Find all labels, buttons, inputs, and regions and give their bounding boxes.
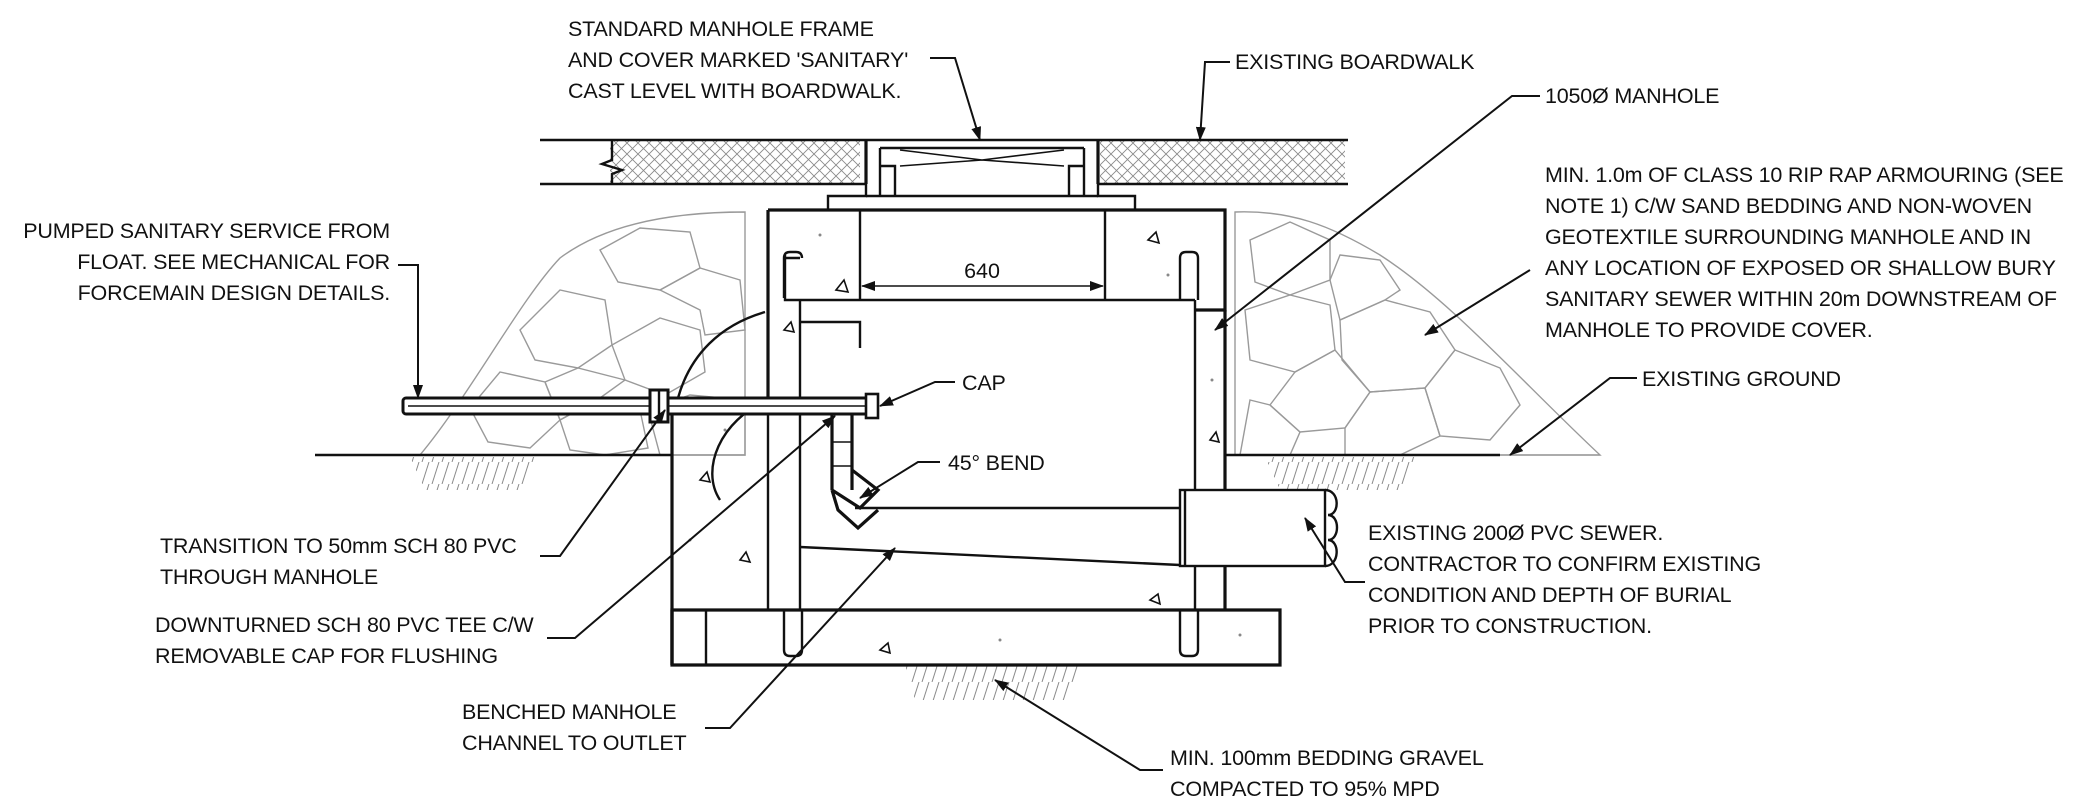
- note-line: EXISTING BOARDWALK: [1235, 50, 1475, 74]
- note-line: THROUGH MANHOLE: [160, 565, 378, 589]
- note-line: COMPACTED TO 95% MPD: [1170, 777, 1440, 801]
- note-frame-cover: STANDARD MANHOLE FRAME AND COVER MARKED …: [568, 17, 908, 103]
- note-bedding-gravel: MIN. 100mm BEDDING GRAVEL COMPACTED TO 9…: [1170, 746, 1484, 801]
- note-existing-sewer: EXISTING 200Ø PVC SEWER. CONTRACTOR TO C…: [1368, 521, 1761, 638]
- note-line: CONDITION AND DEPTH OF BURIAL: [1368, 583, 1732, 607]
- note-existing-ground: EXISTING GROUND: [1642, 367, 1841, 391]
- note-line: 45° BEND: [948, 451, 1045, 475]
- note-line: CONTRACTOR TO CONFIRM EXISTING: [1368, 552, 1761, 576]
- note-line: MANHOLE TO PROVIDE COVER.: [1545, 318, 1873, 342]
- note-line: FLOAT. SEE MECHANICAL FOR: [77, 250, 390, 274]
- note-riprap: MIN. 1.0m OF CLASS 10 RIP RAP ARMOURING …: [1545, 163, 2064, 342]
- note-line: PRIOR TO CONSTRUCTION.: [1368, 614, 1652, 638]
- note-line: 1050Ø MANHOLE: [1545, 84, 1719, 108]
- note-bend: 45° BEND: [948, 451, 1045, 475]
- note-line: EXISTING 200Ø PVC SEWER.: [1368, 521, 1663, 545]
- note-line: CAST LEVEL WITH BOARDWALK.: [568, 79, 901, 103]
- note-cap: CAP: [962, 371, 1006, 395]
- forcemain-pipe: [401, 310, 881, 531]
- note-line: STANDARD MANHOLE FRAME: [568, 17, 874, 41]
- manhole-frame-cover: [826, 138, 1137, 212]
- note-manhole: 1050Ø MANHOLE: [1545, 84, 1719, 108]
- leader-lines: [398, 57, 1637, 771]
- note-benched-channel: BENCHED MANHOLE CHANNEL TO OUTLET: [462, 700, 687, 755]
- note-line: FORCEMAIN DESIGN DETAILS.: [78, 281, 390, 305]
- note-line: MIN. 1.0m OF CLASS 10 RIP RAP ARMOURING …: [1545, 163, 2064, 187]
- note-line: DOWNTURNED SCH 80 PVC TEE C/W: [155, 613, 534, 637]
- note-line: SANITARY SEWER WITHIN 20m DOWNSTREAM OF: [1545, 287, 2057, 311]
- note-downturned-tee: DOWNTURNED SCH 80 PVC TEE C/W REMOVABLE …: [155, 613, 535, 668]
- note-line: GEOTEXTILE SURROUNDING MANHOLE AND IN: [1545, 225, 2031, 249]
- boardwalk: [540, 138, 1348, 186]
- dimension-640: 640: [861, 259, 1104, 291]
- note-transition: TRANSITION TO 50mm SCH 80 PVC THROUGH MA…: [160, 534, 517, 589]
- note-line: BENCHED MANHOLE: [462, 700, 676, 724]
- riprap-mound: [418, 211, 1602, 456]
- note-line: CHANNEL TO OUTLET: [462, 731, 686, 755]
- note-line: NOTE 1) C/W SAND BEDDING AND NON-WOVEN: [1545, 194, 2032, 218]
- dimension-label: 640: [964, 259, 1000, 283]
- note-line: AND COVER MARKED 'SANITARY': [568, 48, 908, 72]
- note-line: EXISTING GROUND: [1642, 367, 1841, 391]
- bench-channel: [711, 398, 1181, 567]
- note-line: MIN. 100mm BEDDING GRAVEL: [1170, 746, 1484, 770]
- note-line: TRANSITION TO 50mm SCH 80 PVC: [160, 534, 517, 558]
- note-line: REMOVABLE CAP FOR FLUSHING: [155, 644, 498, 668]
- note-line: CAP: [962, 371, 1006, 395]
- note-pumped-service: PUMPED SANITARY SERVICE FROM FLOAT. SEE …: [23, 219, 390, 305]
- existing-sewer-pipe: [1178, 488, 1339, 568]
- note-boardwalk: EXISTING BOARDWALK: [1235, 50, 1475, 74]
- note-line: PUMPED SANITARY SERVICE FROM: [23, 219, 390, 243]
- existing-ground: [315, 453, 1600, 700]
- note-line: ANY LOCATION OF EXPOSED OR SHALLOW BURY: [1545, 256, 2056, 280]
